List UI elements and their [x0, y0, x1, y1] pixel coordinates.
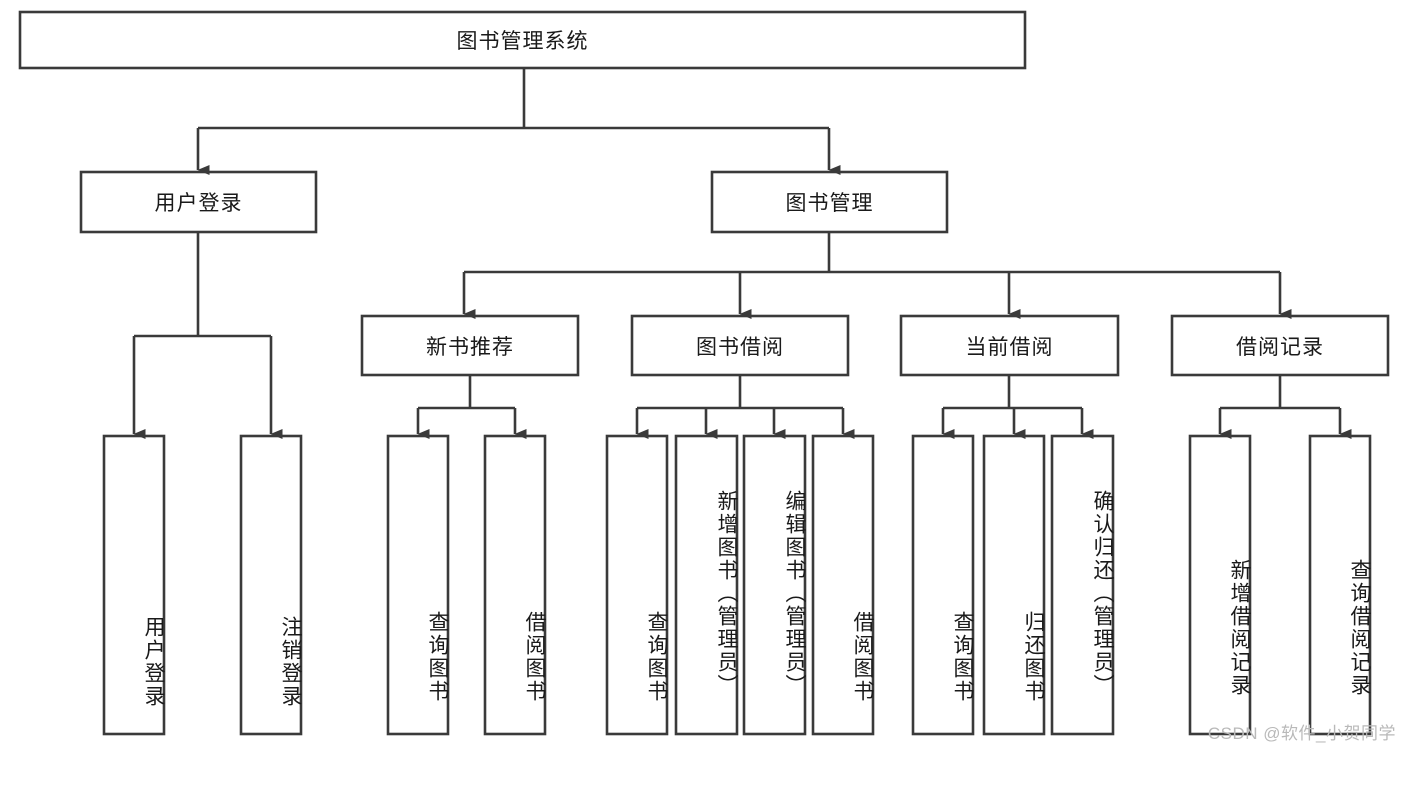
node-box-new-book-recommend[interactable]: [360, 314, 580, 377]
node-box-book-manage[interactable]: [710, 170, 949, 234]
node-box-leaf-add-borrow-record[interactable]: [1188, 434, 1252, 736]
node-box-leaf-confirm-return-admin[interactable]: [1050, 434, 1115, 736]
node-box-user-login[interactable]: [79, 170, 318, 234]
node-box-leaf-user-login[interactable]: [102, 434, 166, 736]
node-box-root[interactable]: [18, 10, 1027, 70]
node-box-leaf-return-book[interactable]: [982, 434, 1046, 736]
node-box-leaf-logout-login[interactable]: [239, 434, 303, 736]
node-box-leaf-edit-book-admin[interactable]: [742, 434, 807, 736]
node-box-leaf-borrow-book-1[interactable]: [483, 434, 547, 736]
node-box-book-borrow[interactable]: [630, 314, 850, 377]
node-box-leaf-borrow-book-2[interactable]: [811, 434, 875, 736]
node-box-leaf-query-borrow-record[interactable]: [1308, 434, 1372, 736]
flowchart-canvas: 图书管理系统 用户登录 图书管理 新书推荐 图书借阅 当前借阅 借阅记录 用户登…: [18, 10, 1396, 743]
node-box-borrow-record[interactable]: [1170, 314, 1390, 377]
node-box-current-borrow[interactable]: [899, 314, 1120, 377]
flowchart-svg: [18, 10, 1390, 736]
node-box-leaf-query-book-1[interactable]: [386, 434, 450, 736]
node-box-leaf-add-book-admin[interactable]: [674, 434, 739, 736]
node-box-leaf-query-book-3[interactable]: [911, 434, 975, 736]
node-box-leaf-query-book-2[interactable]: [605, 434, 669, 736]
